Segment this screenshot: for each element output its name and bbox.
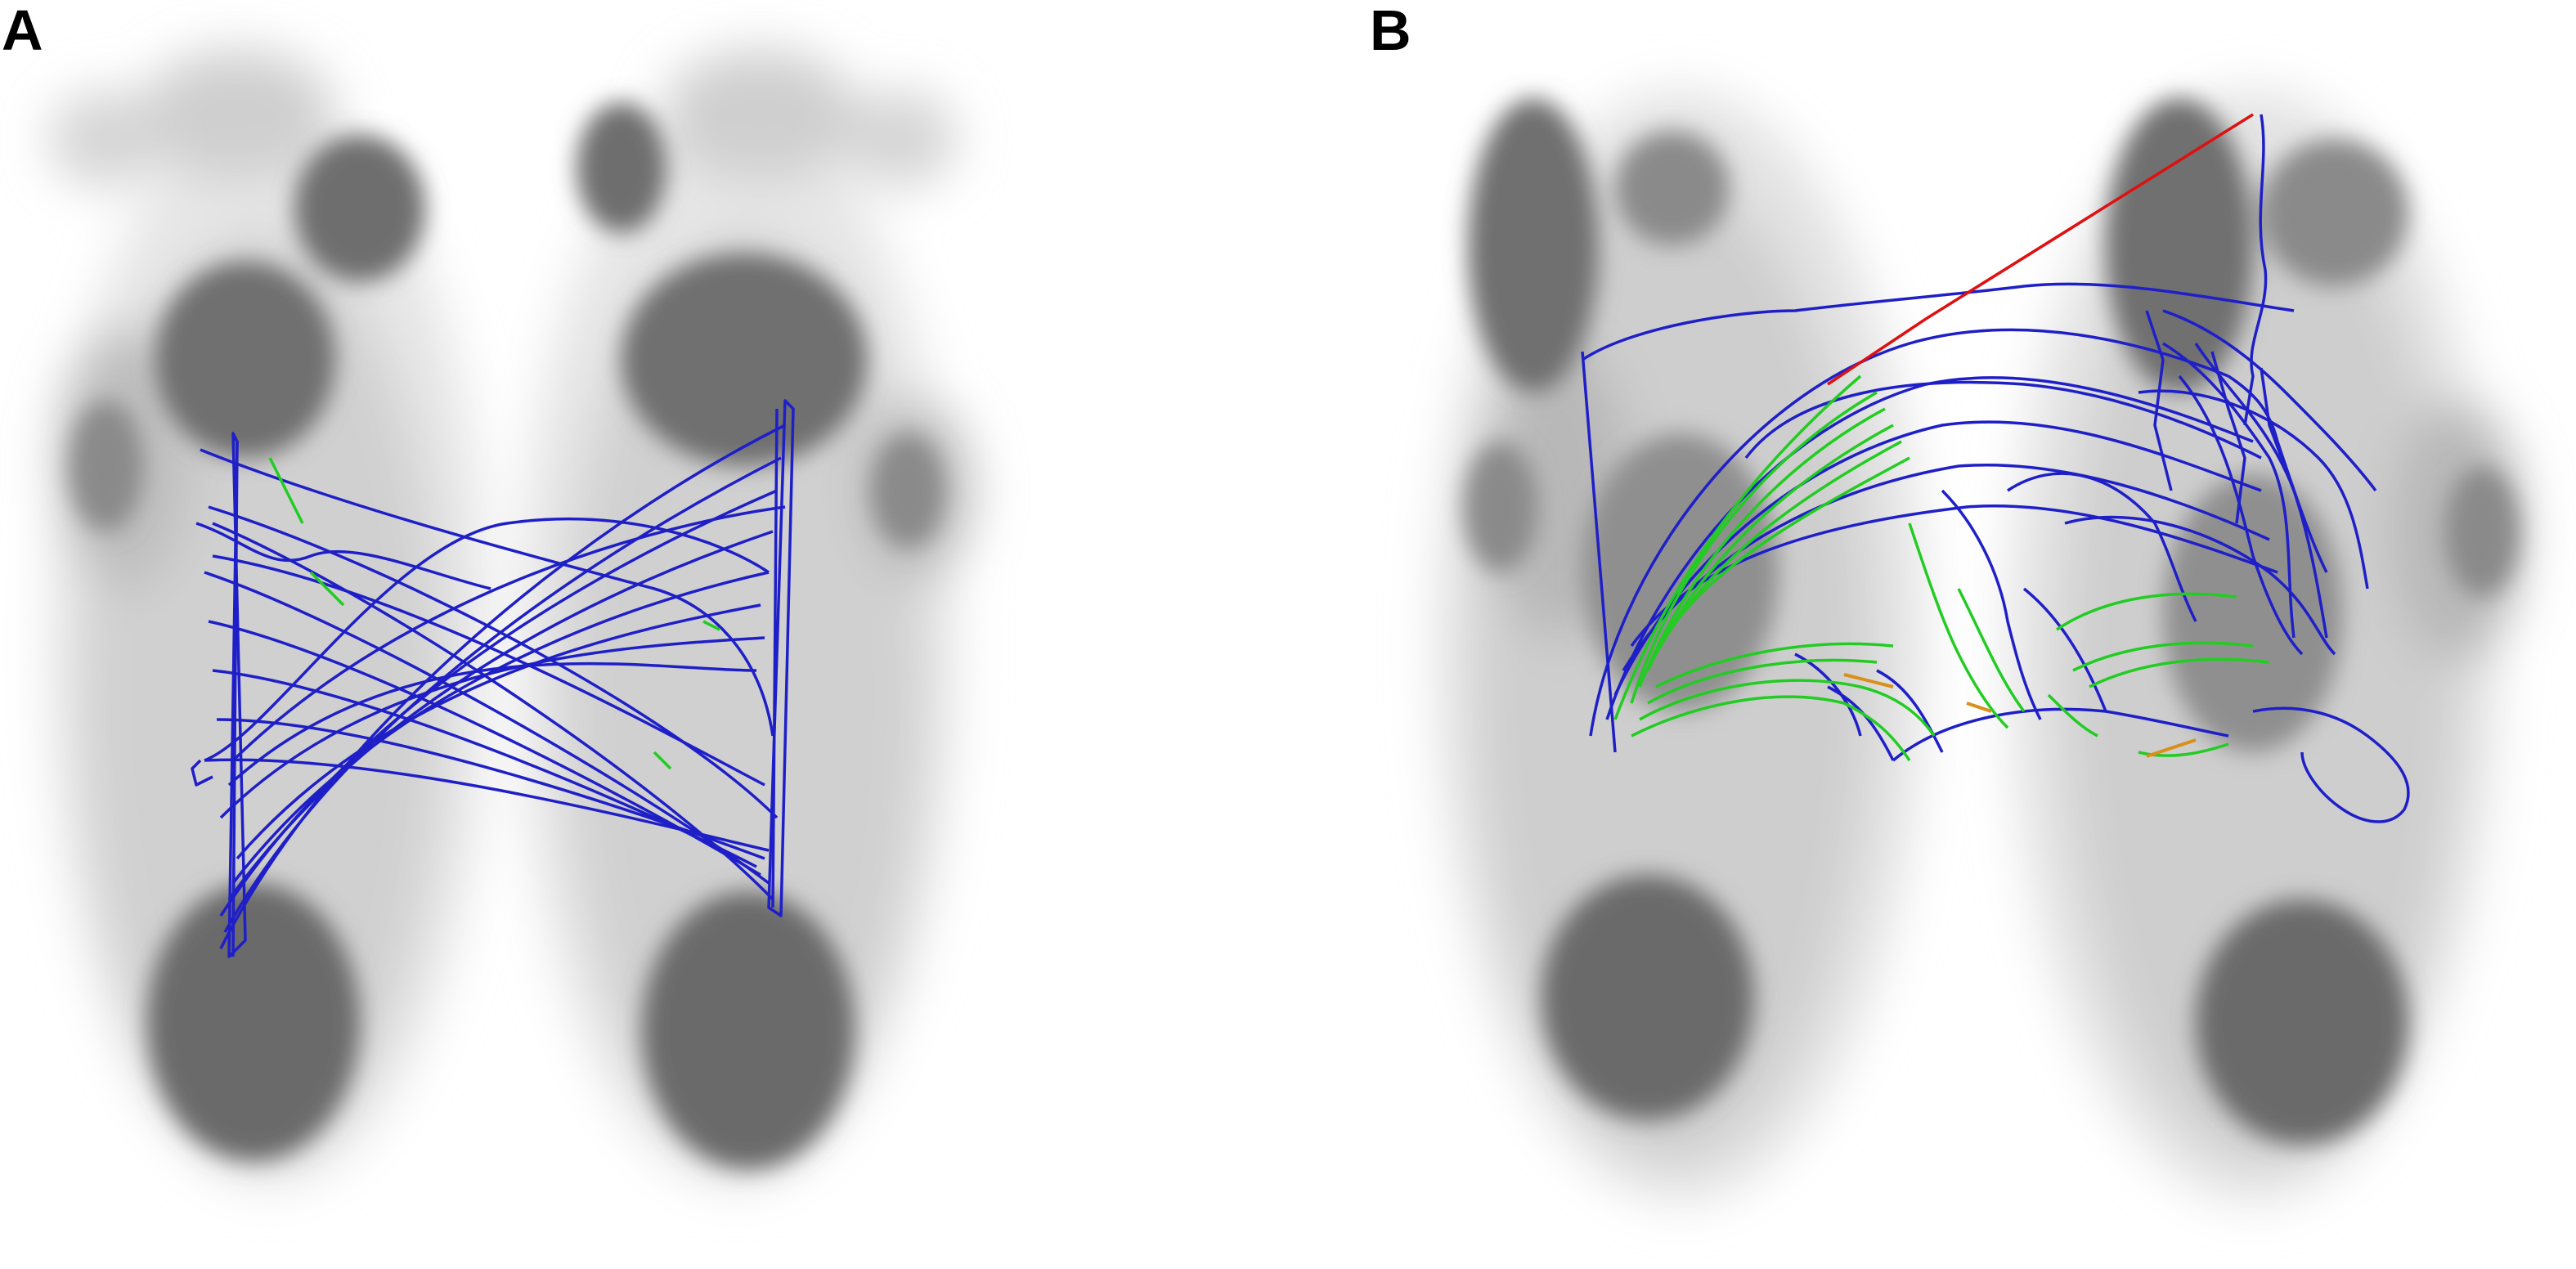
pressure-hotspots-a <box>70 102 945 1169</box>
panel-label-b: B <box>1370 0 1411 62</box>
panel-label-a: A <box>2 0 43 62</box>
cop-trajectory-b <box>1581 114 2410 823</box>
green-segments-a <box>268 457 720 770</box>
plantar-pressure-map-b <box>1435 90 2523 1202</box>
green-segments-b <box>1613 374 2270 761</box>
panel-b: B <box>1288 0 2576 1269</box>
orange-segments-b <box>1843 673 2197 758</box>
cop-trajectory-a <box>191 399 795 958</box>
red-segment-b <box>1827 113 2254 386</box>
plantar-pressure-map-a <box>49 49 973 1186</box>
panel-a: A <box>2 0 973 1186</box>
trajectory-spikes-a <box>231 408 779 957</box>
